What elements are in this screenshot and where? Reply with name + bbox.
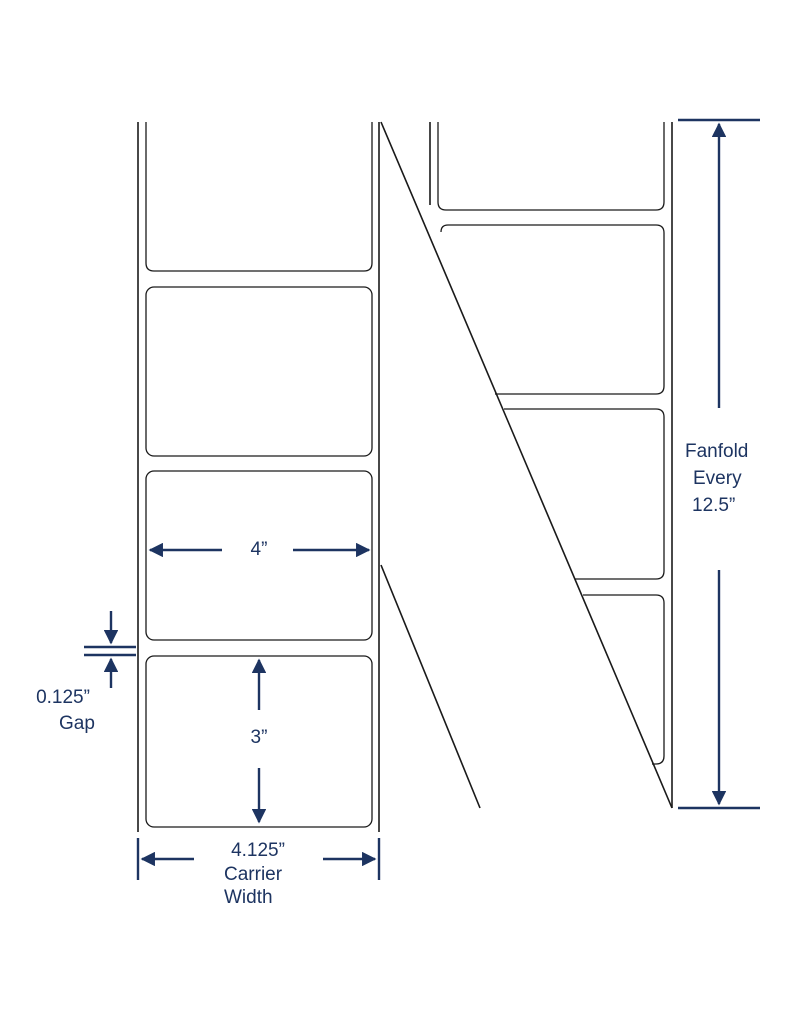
back-label-top-partial [437, 122, 665, 211]
label-2 [145, 286, 373, 457]
back-label-2 [440, 224, 665, 395]
label-3 [145, 470, 373, 641]
label-height-text: 3” [250, 727, 268, 748]
fanfold-value-text: 12.5” [692, 495, 736, 516]
carrier-word1-text: Carrier [224, 864, 283, 885]
fanfold-word1-text: Fanfold [685, 441, 749, 462]
fold-lines [380, 121, 673, 809]
gap-dimension [84, 611, 136, 688]
carrier-value-text: 4.125” [231, 840, 285, 861]
label-4 [145, 655, 373, 828]
back-label-3 [504, 408, 665, 580]
back-carrier-strip [429, 122, 673, 808]
carrier-width-dimension [136, 838, 381, 880]
gap-word-text: Gap [59, 713, 95, 734]
back-labels [437, 122, 665, 765]
label-width-text: 4” [250, 539, 268, 560]
fanfold-dimension [678, 118, 760, 810]
front-carrier-strip [137, 122, 380, 832]
fold-line-lower [380, 564, 481, 809]
fold-line-upper [380, 121, 673, 809]
label-top-partial [145, 122, 373, 272]
carrier-word2-text: Width [224, 887, 273, 908]
fanfold-word2-text: Every [693, 468, 742, 489]
gap-value-text: 0.125” [36, 687, 90, 708]
back-label-4 [583, 594, 665, 765]
front-labels [145, 122, 373, 828]
